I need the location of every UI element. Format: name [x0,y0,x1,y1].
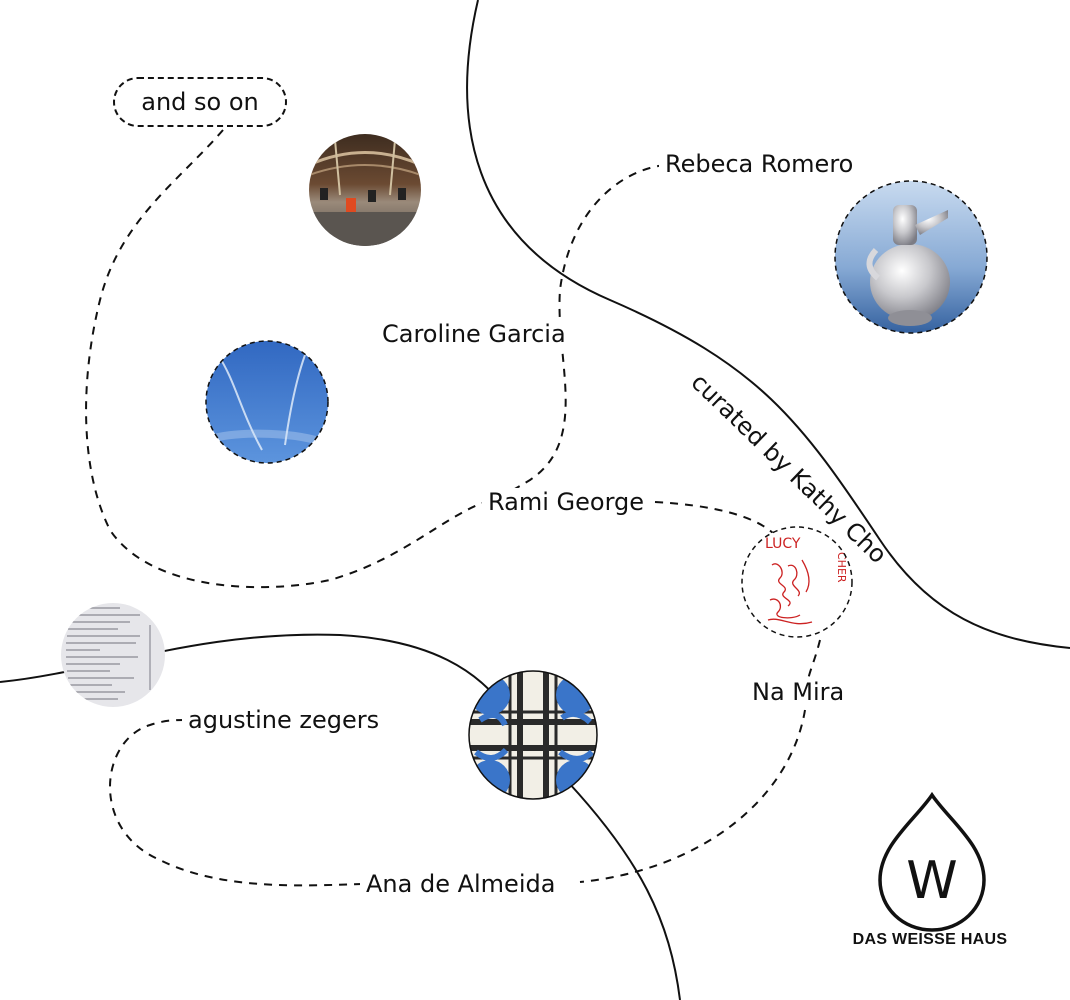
logo-wordmark: DAS WEISSE HAUS [852,931,1008,948]
artist-label-na-mira[interactable]: Na Mira [746,678,851,706]
das-weisse-haus-logo: W [878,791,986,932]
text-list-thumbnail[interactable] [55,598,175,713]
red-drawing-thumbnail[interactable]: LUCY CHER [741,526,853,638]
artist-label-agustine-zegers[interactable]: agustine zegers [182,706,386,734]
artist-label-rebeca-romero[interactable]: Rebeca Romero [659,150,860,178]
and-so-on-label[interactable]: and so on [113,77,287,127]
dashed-line-lower-loop [109,709,806,887]
drawing-text-side: CHER [835,552,848,583]
sky-contrails-thumbnail[interactable] [200,335,335,470]
artist-label-ana-de-almeida[interactable]: Ana de Almeida [360,870,562,898]
artist-label-rami-george[interactable]: Rami George [482,488,651,516]
artist-label-caroline-garcia[interactable]: Caroline Garcia [376,320,572,348]
dashed-line-rami-to-drawing [654,501,776,536]
logo-letter: W [906,851,957,911]
dashed-line-drawing-to-namira [807,639,821,681]
dashed-line-rebeca [481,164,666,504]
solid-line-upper-right [466,0,1070,649]
blue-tile-thumbnail[interactable] [465,668,601,804]
silver-sculpture-thumbnail[interactable] [830,180,995,340]
drawing-text-top: LUCY [765,536,801,552]
gallery-interior-thumbnail[interactable] [305,130,425,252]
